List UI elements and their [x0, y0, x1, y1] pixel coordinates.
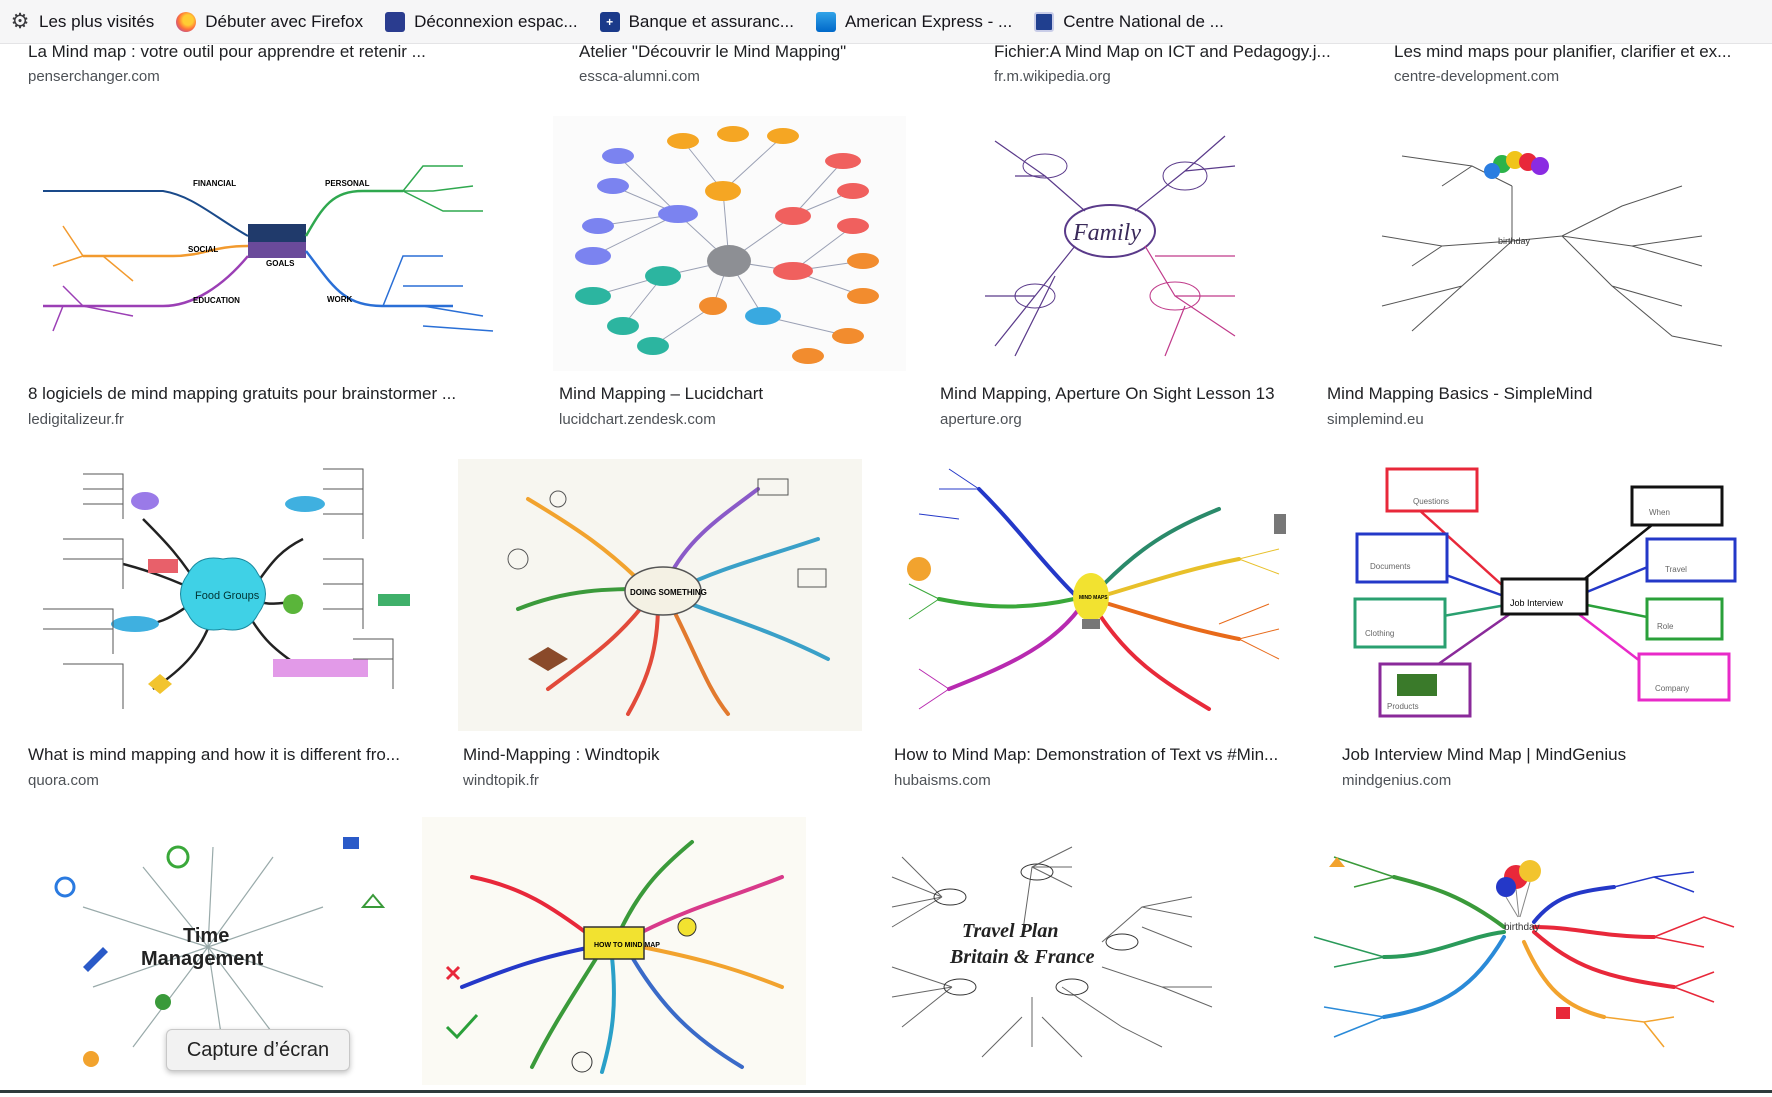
birthday-center-label: birthday	[1504, 922, 1540, 933]
amex-icon	[815, 11, 836, 32]
result-thumbnail-family[interactable]: Family	[935, 116, 1293, 371]
bookmark-label: Banque et assuranc...	[628, 11, 794, 31]
result-source: fr.m.wikipedia.org	[994, 68, 1111, 85]
result-thumbnail-job-interview[interactable]: Job Interview Questions Documents Clothi…	[1337, 459, 1754, 731]
site-icon	[385, 11, 406, 32]
job-travel-label: Travel	[1665, 565, 1687, 574]
result-thumbnail-how-to-mind-map[interactable]: HOW TO MIND MAP	[422, 817, 806, 1085]
bookmark-banque[interactable]: + Banque et assuranc...	[599, 11, 794, 32]
bookmark-most-visited[interactable]: ⚙ Les plus visités	[10, 9, 155, 33]
bank-icon: +	[599, 11, 620, 32]
result-source: windtopik.fr	[463, 772, 539, 789]
bookmarks-toolbar: ⚙ Les plus visités Débuter avec Firefox …	[0, 0, 1772, 44]
result-thumbnail-goals-mindmap[interactable]: GOALS FINANCIAL PERSONAL SOCIAL EDUCATIO…	[23, 116, 526, 371]
result-title[interactable]: Mind Mapping – Lucidchart	[559, 384, 764, 403]
result-title[interactable]: What is mind mapping and how it is diffe…	[28, 745, 400, 764]
result-source: simplemind.eu	[1327, 411, 1424, 428]
result-source: essca-alumni.com	[579, 68, 700, 85]
result-title[interactable]: Job Interview Mind Map | MindGenius	[1342, 745, 1627, 764]
food-center-label: Food Groups	[195, 590, 260, 602]
firefox-icon	[176, 11, 197, 32]
result-title[interactable]: Fichier:A Mind Map on ICT and Pedagogy.j…	[994, 42, 1331, 61]
family-center-label: Family	[1072, 220, 1141, 246]
result-title[interactable]: Mind Mapping, Aperture On Sight Lesson 1…	[940, 384, 1275, 403]
goals-work-label: WORK	[327, 295, 353, 304]
job-role-label: Role	[1657, 622, 1674, 631]
bookmark-firefox[interactable]: Débuter avec Firefox	[176, 11, 364, 32]
travel-center-line1: Travel Plan	[962, 920, 1058, 942]
bottom-divider	[0, 1090, 1772, 1093]
result-source: quora.com	[28, 772, 99, 789]
howto-center-label: HOW TO MIND MAP	[594, 942, 660, 949]
job-clothing-label: Clothing	[1365, 629, 1394, 638]
result-title[interactable]: 8 logiciels de mind mapping gratuits pou…	[28, 384, 457, 403]
result-thumbnail-windtopik[interactable]: DOING SOMETHING	[458, 459, 862, 731]
bookmark-amex[interactable]: American Express - ...	[815, 11, 1013, 32]
windtopik-center-label: DOING SOMETHING	[630, 588, 707, 597]
bookmark-label: Déconnexion espac...	[414, 11, 578, 31]
screenshot-tooltip: Capture d’écran	[166, 1029, 350, 1071]
job-center-label: Job Interview	[1510, 598, 1564, 608]
job-documents-label: Documents	[1370, 562, 1410, 571]
simplemind-center-label: birthday	[1498, 236, 1531, 246]
result-title[interactable]: Atelier "Découvrir le Mind Mapping"	[579, 42, 847, 61]
result-thumbnail-food-groups[interactable]: Food Groups	[23, 459, 431, 731]
job-products-label: Products	[1387, 702, 1419, 711]
result-title[interactable]: Les mind maps pour planifier, clarifier …	[1394, 42, 1732, 61]
result-title[interactable]: La Mind map : votre outil pour apprendre…	[28, 42, 426, 61]
bookmark-label: American Express - ...	[844, 11, 1013, 31]
result-title[interactable]: How to Mind Map: Demonstration of Text v…	[894, 745, 1279, 764]
travel-center-line2: Britain & France	[949, 946, 1095, 968]
job-questions-label: Questions	[1413, 497, 1449, 506]
job-when-label: When	[1649, 508, 1670, 517]
result-thumbnail-birthday[interactable]: birthday	[1294, 817, 1754, 1085]
goals-financial-label: FINANCIAL	[193, 179, 236, 188]
bookmark-label: Les plus visités	[39, 11, 155, 31]
result-source: mindgenius.com	[1342, 772, 1452, 789]
result-thumbnail-simplemind[interactable]: birthday	[1322, 116, 1754, 371]
result-title[interactable]: Mind Mapping Basics - SimpleMind	[1327, 384, 1593, 403]
gear-icon: ⚙	[10, 9, 30, 33]
result-source: hubaisms.com	[894, 772, 991, 789]
result-source: lucidchart.zendesk.com	[559, 411, 716, 428]
result-title[interactable]: Mind-Mapping : Windtopik	[463, 745, 660, 764]
result-source: aperture.org	[940, 411, 1022, 428]
job-company-label: Company	[1655, 684, 1689, 693]
goals-personal-label: PERSONAL	[325, 179, 370, 188]
time-center-line1: Time	[183, 925, 229, 947]
result-thumbnail-hubaisms[interactable]: MIND MAPS	[889, 459, 1307, 731]
goals-center-label: GOALS	[266, 259, 295, 268]
goals-education-label: EDUCATION	[193, 296, 240, 305]
goals-social-label: SOCIAL	[188, 245, 218, 254]
hubaisms-center-label: MIND MAPS	[1079, 595, 1108, 601]
result-source: penserchanger.com	[28, 68, 160, 85]
cnd-icon	[1034, 11, 1055, 32]
bookmark-label: Centre National de ...	[1063, 11, 1224, 31]
result-source: centre-development.com	[1394, 68, 1560, 85]
result-thumbnail-travel-plan[interactable]: Travel Plan Britain & France	[832, 817, 1265, 1085]
result-source: ledigitalizeur.fr	[28, 411, 124, 428]
result-thumbnail-lucidchart[interactable]	[553, 116, 906, 371]
time-center-line2: Management	[141, 948, 264, 970]
bookmark-cnd[interactable]: Centre National de ...	[1034, 11, 1224, 32]
bookmark-label: Débuter avec Firefox	[205, 11, 364, 31]
bookmark-deconnexion[interactable]: Déconnexion espac...	[385, 11, 578, 32]
